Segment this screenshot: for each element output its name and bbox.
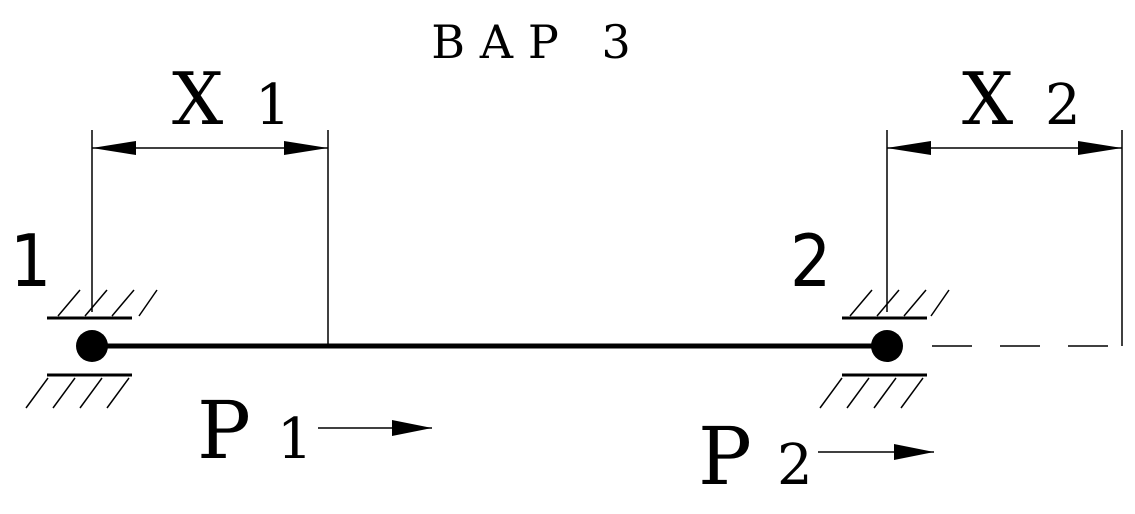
node-1-label: 1 (10, 219, 51, 303)
x1-label-index: 1 (255, 73, 291, 138)
node-2-joint (871, 330, 903, 362)
x2-label-letter: X (962, 57, 1013, 141)
force-p2: P 2 (698, 410, 934, 503)
p1-label-index: 1 (277, 407, 313, 472)
node-2-label: 2 (790, 219, 831, 303)
node-1-joint (76, 330, 108, 362)
node-1: 1 (10, 219, 158, 409)
x2-arrow-right (1078, 141, 1122, 155)
p1-label-letter: P (197, 384, 251, 477)
x2-label-index: 2 (1045, 73, 1081, 138)
x2-dimension: X 2 (886, 57, 1123, 346)
x2-arrow-left (887, 141, 931, 155)
node-2: 2 (790, 219, 950, 409)
p2-label-index: 2 (777, 433, 813, 498)
force-p1: P 1 (197, 384, 432, 477)
p2-label-letter: P (698, 410, 752, 503)
x1-dimension: X 1 (91, 57, 329, 346)
diagram-title: ВАР 3 (431, 15, 644, 69)
x1-arrow-left (92, 141, 136, 155)
x1-label-letter: X (172, 57, 223, 141)
x1-arrow-right (284, 141, 328, 155)
